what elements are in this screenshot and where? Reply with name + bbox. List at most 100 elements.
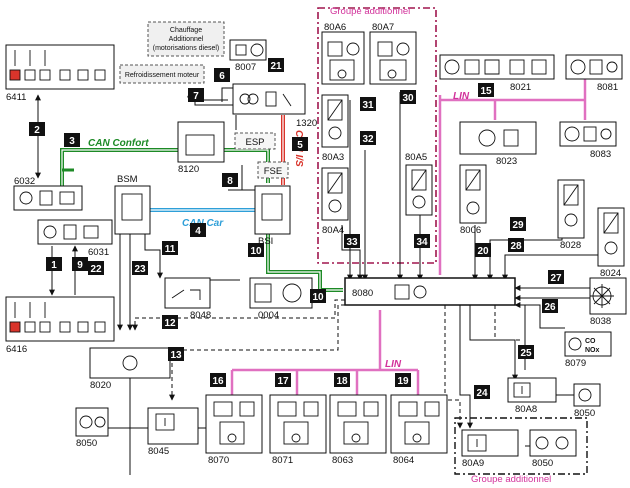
fse-box (257, 161, 289, 179)
badge-bg-n6 (214, 68, 230, 82)
badge-n30: 30 (402, 93, 414, 104)
badge-n29: 29 (512, 220, 524, 231)
badge-n18: 18 (336, 376, 348, 387)
badge-n5: 5 (297, 140, 303, 151)
label-8020: 8020 (90, 380, 111, 391)
badge-n12: 12 (164, 318, 176, 329)
badge-bg-n3 (64, 133, 80, 147)
fse-label: FSE (264, 166, 282, 177)
module-8083 (559, 121, 617, 147)
note-heater-line1: Chauffage (170, 27, 202, 34)
label-80a3: 80A3 (322, 152, 344, 163)
badge-n1: 1 (51, 260, 57, 271)
badge-n24: 24 (476, 388, 488, 399)
module-8081 (565, 54, 623, 80)
note-heater-line2: Additionnel (169, 36, 204, 43)
label-8038: 8038 (590, 316, 611, 327)
badge-bg-n10b (310, 289, 326, 303)
module-bsm (114, 185, 151, 235)
badge-n13: 13 (170, 350, 182, 361)
label-8083: 8083 (590, 149, 611, 160)
badge-bg-n16 (210, 373, 226, 387)
label-8024: 8024 (600, 268, 621, 279)
module-8028 (557, 179, 585, 239)
nox-label: NOx (585, 347, 600, 354)
note-heater-line3: (motorisations diesel) (153, 45, 220, 52)
module-1320 (232, 83, 306, 115)
badge-n6: 6 (219, 71, 225, 82)
label-80a8: 80A8 (515, 404, 537, 415)
label-8021: 8021 (510, 82, 531, 93)
module-80a7 (369, 31, 417, 85)
badge-bg-n13 (168, 347, 184, 361)
module-80a6 (321, 31, 365, 85)
module-8063 (329, 394, 387, 454)
badge-bg-n9 (72, 257, 88, 271)
label-8028: 8028 (560, 240, 581, 251)
lin-bottom-label: LIN (385, 359, 402, 370)
label-8079: 8079 (565, 358, 586, 369)
label-8070: 8070 (208, 455, 229, 466)
badge-n23: 23 (134, 264, 146, 275)
label-80a9: 80A9 (462, 458, 484, 469)
label-0004: 0004 (258, 310, 279, 321)
label-8120: 8120 (178, 164, 199, 175)
module-8070 (205, 394, 263, 454)
label-8006: 8006 (460, 225, 481, 236)
can-confort-label: CAN Confort (88, 138, 149, 149)
badge-n11: 11 (165, 244, 176, 255)
badge-bg-n5 (292, 137, 308, 151)
label-8050-right: 8050 (574, 408, 595, 419)
label-8023: 8023 (496, 156, 517, 167)
label-8081: 8081 (597, 82, 618, 93)
module-8007 (229, 39, 267, 61)
module-8020 (89, 347, 171, 379)
badge-bg-n7 (188, 88, 204, 102)
badge-n21: 21 (270, 61, 282, 72)
label-8080: 8080 (352, 288, 373, 299)
badge-n17: 17 (277, 376, 289, 387)
badge-n16: 16 (212, 376, 224, 387)
esp-box (234, 132, 276, 150)
badge-n31: 31 (362, 100, 374, 111)
label-8050-left: 8050 (76, 438, 97, 449)
badge-bg-n22 (88, 261, 104, 275)
module-8023 (459, 121, 537, 155)
badge-n34: 34 (416, 237, 428, 248)
label-80a7: 80A7 (372, 22, 394, 33)
module-bsi (254, 185, 291, 235)
badge-bg-n29 (510, 217, 526, 231)
badge-bg-n15 (478, 83, 494, 97)
badge-bg-n1 (46, 257, 62, 271)
label-80a6: 80A6 (324, 22, 346, 33)
badge-bg-n19 (395, 373, 411, 387)
badge-n19: 19 (397, 376, 409, 387)
label-1320: 1320 (296, 118, 317, 129)
module-6411 (5, 44, 115, 90)
module-8120 (177, 121, 225, 163)
module-80a3 (321, 94, 349, 148)
badge-n4: 4 (195, 226, 201, 237)
module-8048 (164, 277, 211, 309)
badge-bg-n28 (508, 238, 524, 252)
badge-n27: 27 (550, 273, 562, 284)
badge-bg-n10a (248, 243, 264, 257)
note-cooling-text: Refroidissement moteur (125, 72, 200, 79)
co-label: CO (585, 338, 596, 345)
badge-n32: 32 (362, 134, 374, 145)
module-8071 (269, 394, 327, 454)
module-80a8 (507, 377, 557, 403)
badge-bg-n11 (162, 241, 178, 255)
label-bsi: BSI (258, 236, 273, 247)
badge-bg-n31 (360, 97, 376, 111)
badge-bg-n4 (190, 223, 206, 237)
group-frame-top (317, 7, 437, 264)
label-8050-group: 8050 (532, 458, 553, 469)
label-6416: 6416 (6, 344, 27, 355)
module-8024 (597, 207, 625, 267)
group-frame-bottom (454, 417, 588, 475)
badge-bg-n26 (542, 299, 558, 313)
label-8063: 8063 (332, 455, 353, 466)
badge-n15: 15 (480, 86, 492, 97)
label-80a5: 80A5 (405, 152, 427, 163)
